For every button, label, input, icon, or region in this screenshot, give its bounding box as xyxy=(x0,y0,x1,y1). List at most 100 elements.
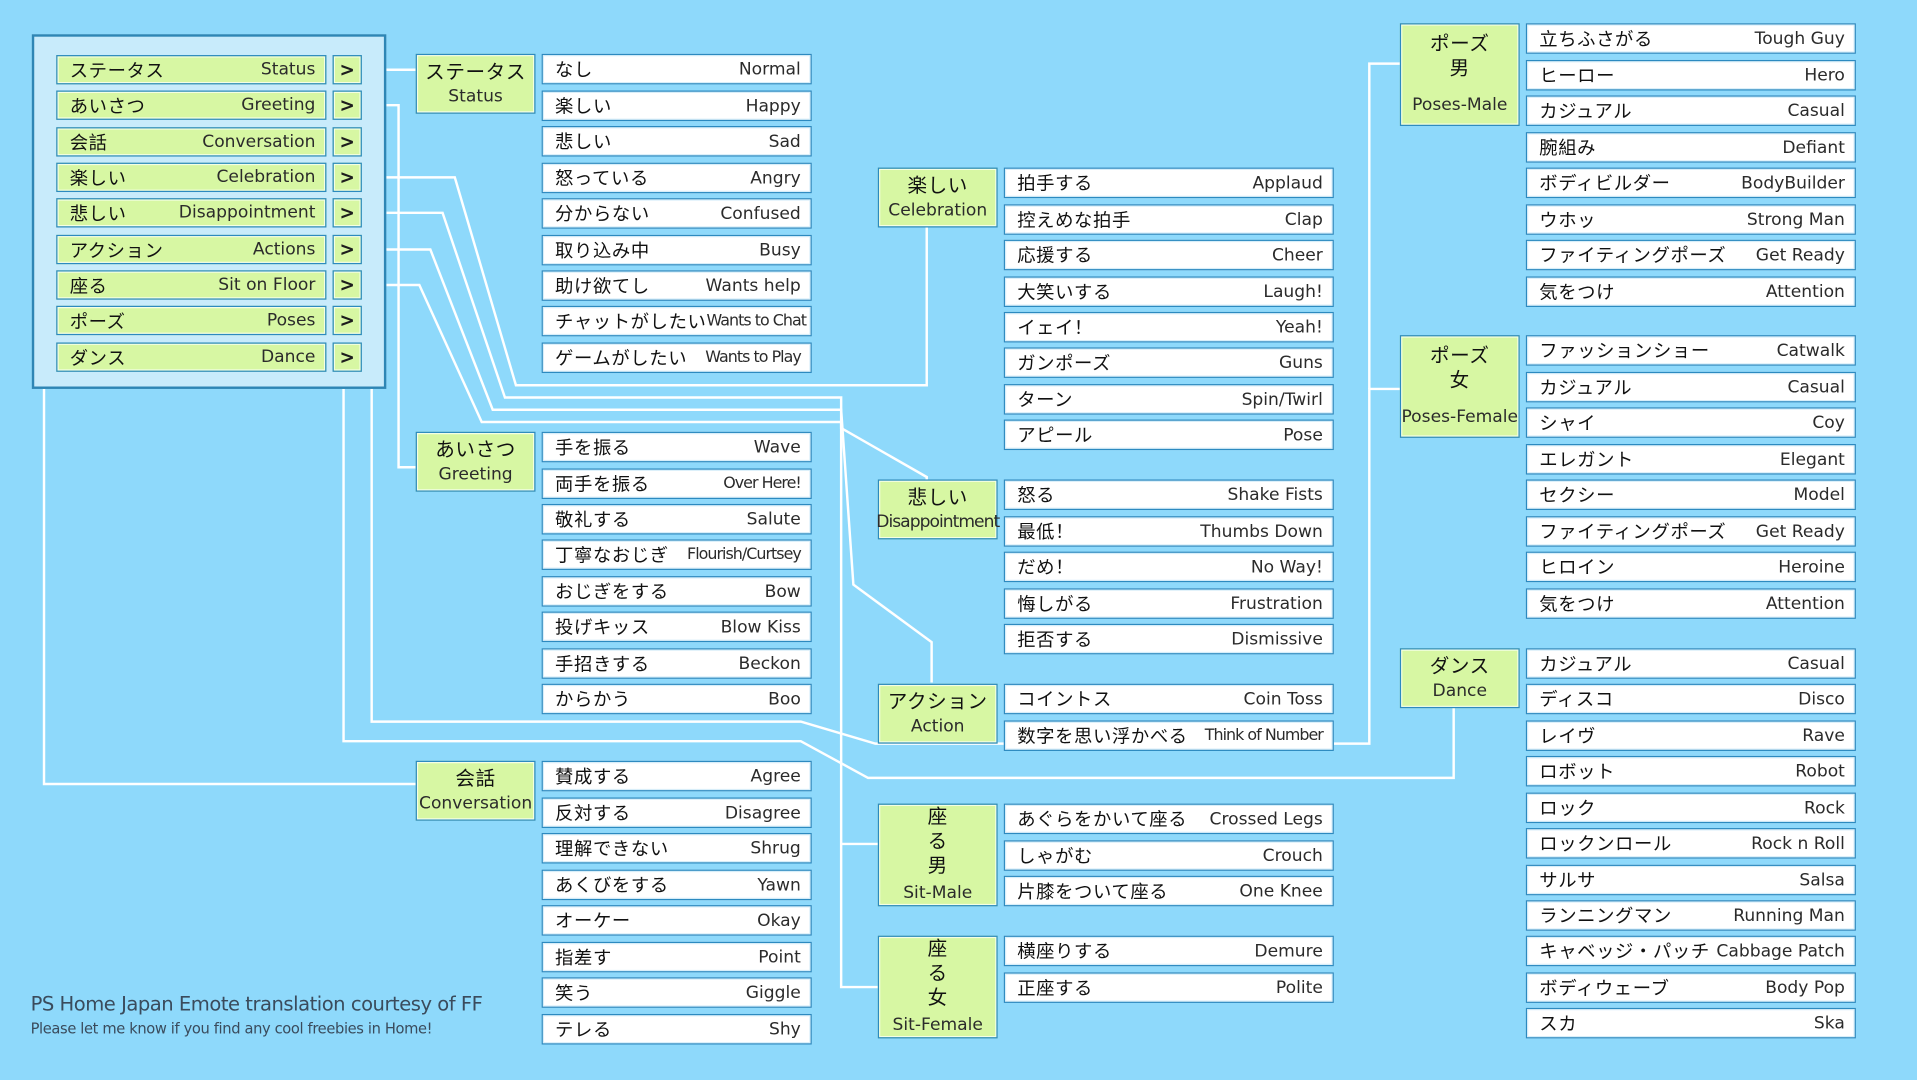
celebration-item-yeah[interactable]: イェイ！Yeah! xyxy=(1003,311,1334,343)
main-menu-celebration-arrow[interactable]: > xyxy=(332,162,362,193)
main-menu-disappointment-arrow[interactable]: > xyxy=(332,198,362,228)
main-menu-dance-arrow[interactable]: > xyxy=(332,342,362,372)
main-menu-conversation-arrow[interactable]: > xyxy=(332,127,362,157)
main-menu-status-arrow[interactable]: > xyxy=(332,55,362,85)
disappointment-item-no-way[interactable]: だめ！No Way! xyxy=(1003,551,1334,583)
main-menu-greeting-arrow[interactable]: > xyxy=(332,90,362,120)
disappointment-item-thumbs-down[interactable]: 最低！Thumbs Down xyxy=(1003,516,1334,547)
main-menu-poses-arrow[interactable]: > xyxy=(332,305,362,336)
main-menu-sit-arrow[interactable]: > xyxy=(332,270,362,300)
main-menu-actions-arrow[interactable]: > xyxy=(332,234,362,265)
